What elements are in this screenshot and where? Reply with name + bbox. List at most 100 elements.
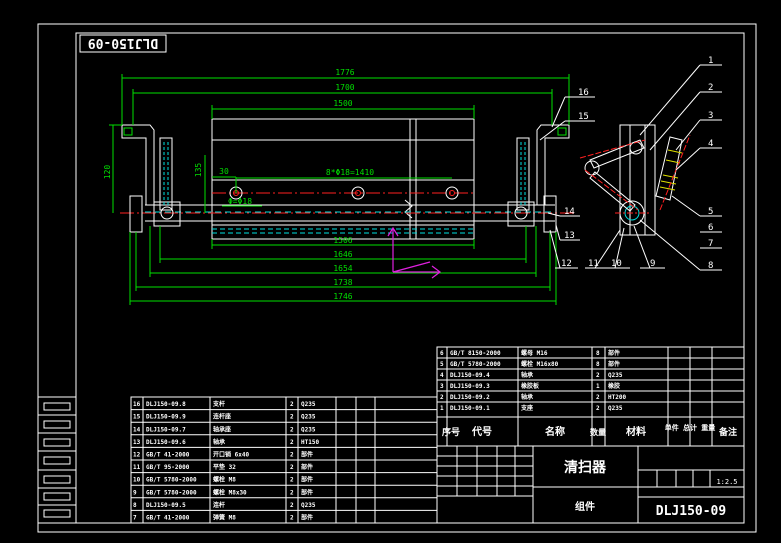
bom-row-qty: 2 bbox=[290, 439, 294, 446]
bom-row-material: 部件 bbox=[608, 360, 620, 368]
bom-row-code: GB/T 5780-2000 bbox=[146, 477, 197, 484]
front-dimensions: 1776 1700 1500 120 135 30 8*Φ18=1410 Φ=Φ… bbox=[103, 68, 570, 305]
bom-header-material: 材料 bbox=[626, 425, 646, 438]
bom-row-material: 部件 bbox=[301, 514, 313, 522]
ucs-icon bbox=[387, 226, 441, 279]
side-view bbox=[579, 124, 691, 236]
bom-row-qty: 1 bbox=[596, 383, 600, 390]
bom-row-qty: 2 bbox=[290, 426, 294, 433]
balloon-10: 10 bbox=[611, 259, 622, 269]
bom-row-name: 轴承 bbox=[213, 438, 225, 446]
bom-row-code: GB/T 5780-2000 bbox=[146, 489, 197, 496]
bom-row-no: 13 bbox=[133, 439, 141, 446]
scraper-body bbox=[211, 118, 475, 240]
bom-row-qty: 2 bbox=[290, 489, 294, 496]
dim-bottom-4: 1738 bbox=[333, 278, 352, 287]
bom-row-qty: 2 bbox=[290, 515, 294, 522]
right-bracket bbox=[507, 124, 570, 233]
bom-row-name: 螺栓 M8 bbox=[213, 476, 236, 484]
bom-row-code: DLJ150-09.6 bbox=[146, 439, 186, 446]
title-scale: 1:2.5 bbox=[716, 478, 737, 486]
bom-row-code: GB/T 41-2000 bbox=[146, 452, 190, 459]
dim-body-width: 1500 bbox=[333, 99, 352, 108]
bom-row-qty: 8 bbox=[596, 361, 600, 368]
bom-row-material: Q235 bbox=[301, 502, 316, 509]
balloon-1: 1 bbox=[708, 56, 713, 66]
bom-row-no: 8 bbox=[133, 502, 137, 509]
bom-row-material: 部件 bbox=[301, 476, 313, 484]
dim-bracket-height: 120 bbox=[103, 165, 112, 180]
bom-row-name: 螺栓 M16x80 bbox=[521, 360, 559, 368]
bom-row-qty: 2 bbox=[290, 502, 294, 509]
bom-row-code: GB/T 8150-2000 bbox=[450, 350, 501, 357]
bom-row-qty: 2 bbox=[290, 401, 294, 408]
side-rubber-blade bbox=[655, 136, 683, 201]
title-code: DLJ150-09 bbox=[656, 504, 726, 519]
bom-row-material: 部件 bbox=[301, 451, 313, 459]
code-stamp-text: DLJ150-09 bbox=[88, 35, 158, 50]
bom-row-no: 15 bbox=[133, 414, 141, 421]
bom-row-code: GB/T 41-2000 bbox=[146, 515, 190, 522]
left-bracket bbox=[121, 124, 181, 233]
bom-header-weight: 单件 总计 重量 bbox=[665, 423, 715, 432]
dim-bottom-1: 1506 bbox=[333, 236, 352, 245]
code-stamp-box bbox=[79, 34, 167, 53]
bom-row-code: DLJ150-09.2 bbox=[450, 394, 490, 401]
bom-row-qty: 2 bbox=[596, 405, 600, 412]
bom-row-material: Q235 bbox=[608, 372, 623, 379]
bom-row-no: 10 bbox=[133, 477, 141, 484]
balloon-15: 15 bbox=[578, 112, 589, 122]
bom-row-name: 连杆 bbox=[213, 501, 225, 509]
bom-row-qty: 2 bbox=[290, 464, 294, 471]
title-name: 清扫器 bbox=[564, 459, 607, 476]
dim-bracket-span: 1700 bbox=[335, 83, 354, 92]
balloon-13: 13 bbox=[564, 231, 575, 241]
bom-row-qty: 2 bbox=[290, 477, 294, 484]
title-block: 清扫器 组件 1:2.5 DLJ150-09 bbox=[436, 445, 745, 524]
bom-row-no: 12 bbox=[133, 452, 141, 459]
bom-row-material: HT150 bbox=[301, 439, 319, 446]
balloon-8: 8 bbox=[708, 261, 713, 271]
balloon-16: 16 bbox=[578, 88, 589, 98]
dim-hole-pattern: 8*Φ18=1410 bbox=[326, 168, 374, 177]
dim-overall-width: 1776 bbox=[335, 68, 354, 77]
bom-header-name: 名称 bbox=[545, 425, 565, 438]
bom-row-no: 14 bbox=[133, 426, 141, 433]
balloon-6: 6 bbox=[708, 223, 713, 233]
bom-row-no: 1 bbox=[440, 405, 444, 412]
bom-header-qty: 数量 bbox=[590, 427, 606, 437]
break-symbol bbox=[404, 199, 413, 219]
bom-row-name: 连杆座 bbox=[213, 413, 231, 421]
bom-row-name: 开口销 6x40 bbox=[213, 451, 249, 459]
dim-hole-offset: 30 bbox=[219, 167, 229, 176]
dim-hole-diameter: Φ=Φ18 bbox=[228, 197, 252, 206]
bom-row-material: HT200 bbox=[608, 394, 626, 401]
bom-row-no: 7 bbox=[133, 515, 137, 522]
bom-row-qty: 2 bbox=[290, 452, 294, 459]
bom-row-material: 部件 bbox=[301, 488, 313, 496]
dim-body-height: 135 bbox=[194, 163, 203, 178]
title-type: 组件 bbox=[575, 500, 595, 513]
bom-row-name: 支座 bbox=[520, 404, 533, 412]
code-stamp: DLJ150-09 bbox=[79, 34, 167, 53]
bom-row-qty: 2 bbox=[596, 394, 600, 401]
dim-bottom-2: 1646 bbox=[333, 250, 352, 259]
bom-row-code: GB/T 95-2000 bbox=[146, 464, 190, 471]
bom-row-name: 螺母 M16 bbox=[521, 349, 548, 357]
bom-row-qty: 2 bbox=[596, 372, 600, 379]
bom-row-name: 支杆 bbox=[212, 400, 225, 408]
bom-row-no: 11 bbox=[133, 464, 141, 471]
bom-header-code: 代号 bbox=[471, 425, 492, 438]
bom-row-no: 5 bbox=[440, 361, 444, 368]
bom-row-qty: 8 bbox=[596, 350, 600, 357]
bom-row-material: Q235 bbox=[301, 426, 316, 433]
bom-row-name: 平垫 32 bbox=[213, 463, 236, 471]
bom-row-code: DLJ150-09.5 bbox=[146, 502, 186, 509]
bom-row-code: DLJ150-09.9 bbox=[146, 414, 186, 421]
bom-header-seq: 序号 bbox=[442, 426, 460, 438]
bom-row-material: 橡胶 bbox=[608, 382, 620, 390]
